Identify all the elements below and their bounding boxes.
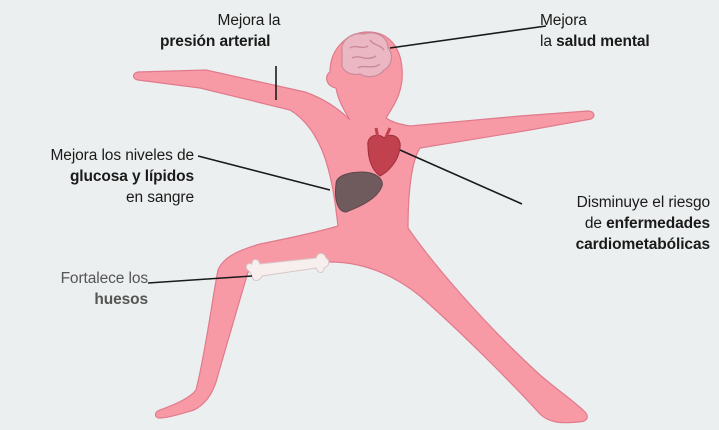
mental-health-line2: la salud mental <box>540 31 650 52</box>
glucose-line2: glucosa y lípidos <box>0 166 194 187</box>
label-blood-pressure: Mejora la presión arterial <box>160 10 270 52</box>
blood-pressure-line1: Mejora la <box>160 10 280 31</box>
brain-icon <box>342 33 392 77</box>
mental-health-line1: Mejora <box>540 10 650 31</box>
cardio-line2-bold: enfermedades <box>606 215 710 232</box>
glucose-line3: en sangre <box>0 187 194 208</box>
bones-line1: Fortalece los <box>30 268 148 289</box>
cardio-line2: de enfermedades <box>520 213 710 234</box>
mental-health-line2-plain: la <box>540 33 556 50</box>
label-glucose: Mejora los niveles de glucosa y lípidos … <box>0 145 194 208</box>
blood-pressure-line2: presión arterial <box>160 31 270 52</box>
cardio-line2-plain: de <box>585 215 606 232</box>
bones-line2: huesos <box>30 289 148 310</box>
label-bones: Fortalece los huesos <box>30 268 148 310</box>
cardio-line3: cardiometabólicas <box>520 234 710 255</box>
label-cardio: Disminuye el riesgo de enfermedades card… <box>520 192 710 255</box>
cardio-line1: Disminuye el riesgo <box>520 192 710 213</box>
mental-health-line2-bold: salud mental <box>556 33 650 50</box>
glucose-line1: Mejora los niveles de <box>0 145 194 166</box>
label-mental-health: Mejora la salud mental <box>540 10 650 52</box>
